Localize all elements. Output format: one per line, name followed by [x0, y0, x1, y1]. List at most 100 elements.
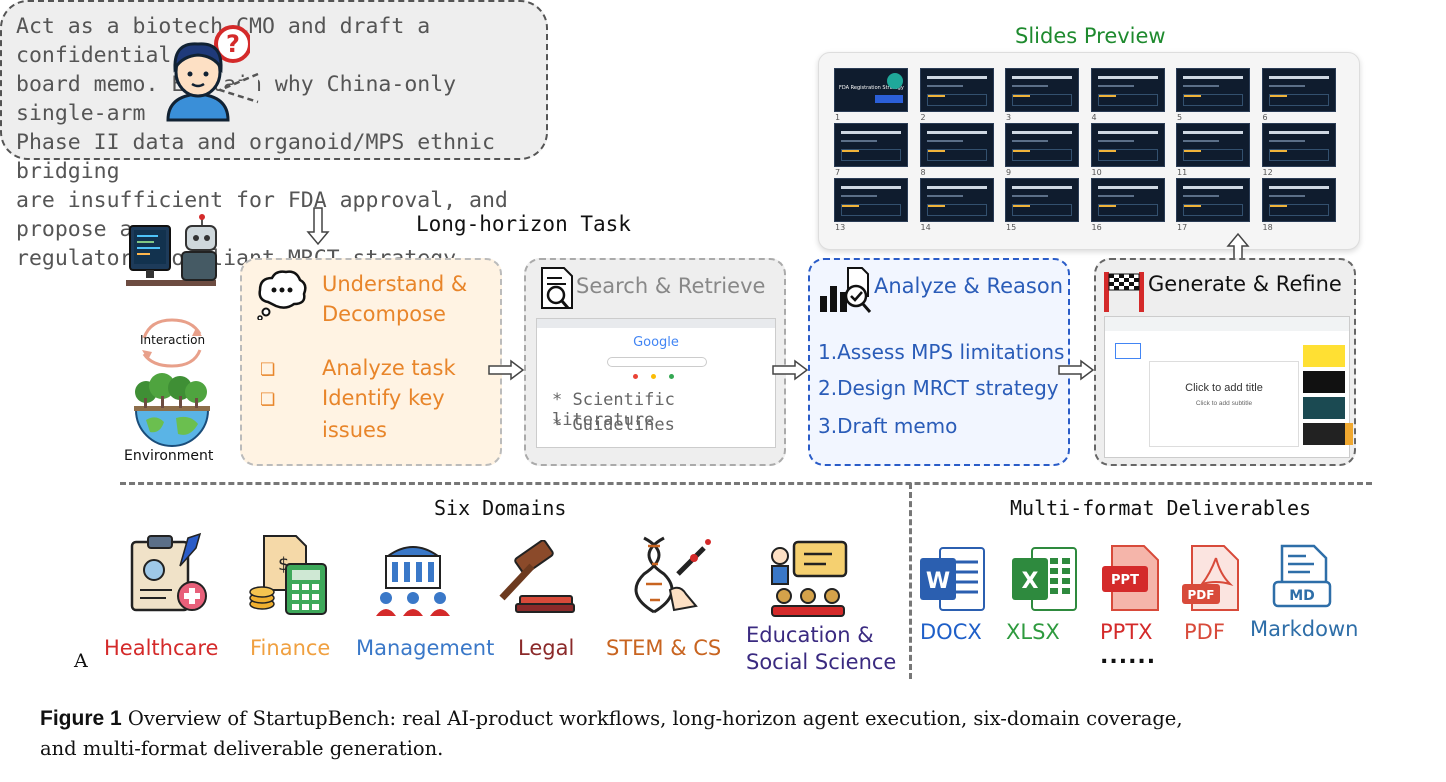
domain-label: Legal [518, 636, 575, 660]
xlsx-badge: X [1022, 569, 1039, 594]
docx-badge: W [926, 569, 950, 594]
stage-generate: Generate & Refine Click to add title Cli… [1094, 258, 1356, 466]
domain-label: Education & [746, 623, 874, 647]
environment-label: Environment [124, 448, 214, 464]
slide-number: 6 [1262, 113, 1268, 122]
slide-number: 3 [1006, 113, 1012, 122]
powerpoint-pptx-icon: PPT [1102, 545, 1159, 611]
prompt-bubble: Act as a biotech CMO and draft a confide… [0, 0, 548, 271]
finish-flag-icon [1104, 272, 1144, 312]
browser-window: Google [536, 318, 776, 448]
understand-title-line1: Understand & [322, 272, 468, 296]
word-docx-icon: W [920, 547, 985, 611]
slide-thumbnail[interactable] [834, 123, 908, 167]
slide-number: 2 [920, 113, 926, 122]
task-label: Long-horizon Task [416, 212, 631, 236]
vertical-divider [909, 483, 912, 679]
finance-calculator-icon: $ [249, 535, 327, 615]
domain-label: STEM & CS [606, 636, 722, 660]
understand-item: Analyze task [322, 356, 456, 380]
right-arrow-icon [1058, 359, 1095, 381]
slide-thumbnail[interactable] [1176, 123, 1250, 167]
svg-text:?: ? [226, 30, 240, 58]
slide-title: FDA Registration Strategy [839, 85, 904, 91]
slide-placeholder-title: Click to add title [1185, 382, 1263, 394]
understand-item: Identify key [322, 386, 445, 410]
robot-agent-icon [126, 214, 218, 294]
understand-item: issues [322, 418, 387, 442]
search-item: * Guidelines [552, 415, 675, 435]
environment-globe-icon [132, 370, 212, 448]
caption-text-line2: and multi-format deliverable generation. [40, 737, 444, 760]
domain-label: Finance [250, 636, 331, 660]
document-search-icon [541, 267, 573, 309]
management-building-icon [376, 546, 450, 616]
domain-label: Healthcare [104, 636, 219, 660]
checkbox-icon: ❏ [260, 360, 276, 380]
slide-thumbnail[interactable] [1090, 123, 1165, 167]
slide-number: 1 [835, 113, 841, 122]
slide-thumbnail[interactable] [1005, 68, 1079, 112]
slide-number: 14 [920, 223, 931, 232]
format-label: Markdown [1250, 617, 1359, 641]
format-label: PPTX [1100, 620, 1153, 644]
slide-canvas[interactable]: Click to add title Click to add subtitle [1149, 361, 1299, 447]
education-teacher-icon [771, 540, 848, 617]
google-logo: Google [633, 335, 679, 350]
figure-caption: Figure 1 Overview of StartupBench: real … [40, 704, 1440, 764]
healthcare-clipboard-icon [130, 532, 207, 612]
thought-bubble-icon [257, 270, 307, 320]
analyze-step: 1.Assess MPS limitations [818, 340, 1065, 364]
slide-thumbnail[interactable] [1261, 178, 1336, 222]
domain-label: Management [356, 636, 495, 660]
slide-thumbnail[interactable] [1176, 68, 1250, 112]
down-arrow-icon [306, 207, 330, 246]
deliverables-title: Multi-format Deliverables [1010, 496, 1312, 520]
slide-number: 8 [920, 168, 926, 177]
slide-number: 11 [1177, 168, 1188, 177]
caption-text: Overview of StartupBench: real AI-produc… [121, 707, 1183, 730]
slide-number: 9 [1006, 168, 1012, 177]
slide-number: 15 [1006, 223, 1017, 232]
domains-title: Six Domains [434, 496, 567, 520]
slide-thumbnail[interactable] [1261, 68, 1336, 112]
bubble-tail-icon [218, 72, 259, 104]
analyze-step: 3.Draft memo [818, 414, 958, 438]
slide-thumbnail[interactable] [834, 178, 908, 222]
slide-number: 10 [1091, 168, 1102, 177]
stage-search: Search & Retrieve Google * Scientific li… [524, 258, 786, 466]
right-arrow-icon [488, 359, 525, 381]
excel-xlsx-icon: X [1012, 547, 1077, 611]
slide-thumbnail[interactable] [1261, 123, 1336, 167]
slide-thumbnail[interactable] [1090, 68, 1165, 112]
slide-number: 7 [835, 168, 841, 177]
analyze-step: 2.Design MRCT strategy [818, 376, 1059, 400]
search-item: * Scientific literature [552, 390, 675, 430]
slide-thumbnail[interactable] [919, 123, 994, 167]
slide-thumbnail[interactable] [919, 178, 994, 222]
more-formats-ellipsis: ...... [1100, 644, 1157, 669]
slide-placeholder-subtitle: Click to add subtitle [1195, 400, 1253, 407]
browser-search-box[interactable] [607, 357, 707, 367]
pdf-badge: PDF [1188, 588, 1215, 602]
slide-number: 18 [1262, 223, 1273, 232]
stage-understand: Understand & Decompose ❏ Analyze task ❏ … [240, 258, 502, 466]
slide-thumbnail[interactable] [1090, 178, 1165, 222]
format-label: DOCX [920, 620, 982, 644]
right-arrow-icon [772, 359, 809, 381]
corner-mark: A [74, 650, 88, 672]
pdf-icon: PDF [1182, 545, 1239, 611]
search-title: Search & Retrieve [576, 274, 766, 298]
markdown-badge: MD [1289, 588, 1315, 604]
domain-label: Social Science [746, 650, 897, 674]
slide-number: 4 [1091, 113, 1097, 122]
understand-title-line2: Decompose [322, 302, 446, 326]
checkbox-icon: ❏ [260, 390, 276, 410]
pptx-badge: PPT [1111, 573, 1139, 588]
slide-thumbnail[interactable] [919, 68, 994, 112]
slide-number: 5 [1177, 113, 1183, 122]
slide-thumbnail[interactable] [1005, 123, 1079, 167]
slide-thumbnail[interactable] [1005, 178, 1079, 222]
slide-thumbnail[interactable]: FDA Registration Strategy [834, 68, 908, 112]
slide-thumbnail[interactable] [1176, 178, 1250, 222]
